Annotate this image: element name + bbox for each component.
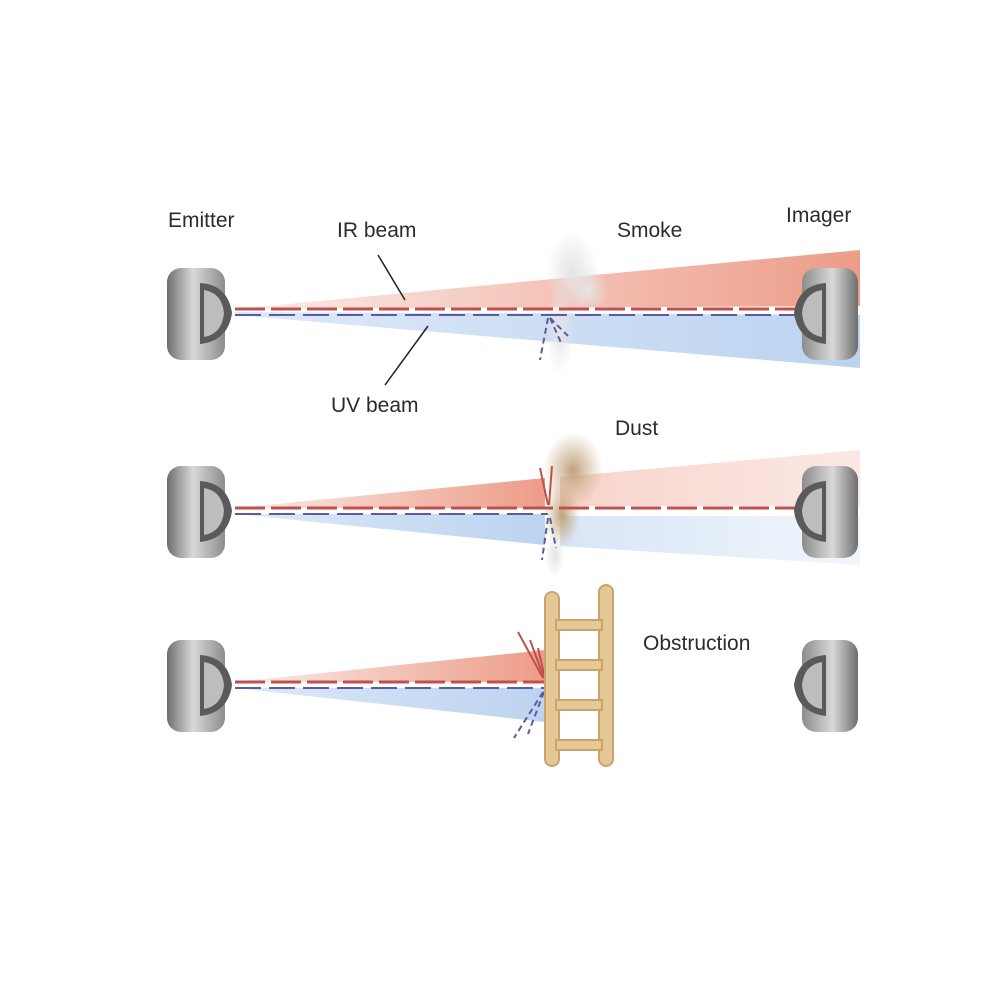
ladder-icon xyxy=(544,584,614,767)
ir-cone xyxy=(235,478,545,508)
imager-label: Imager xyxy=(786,204,852,227)
emitter-label: Emitter xyxy=(168,209,235,232)
emitter-device xyxy=(167,466,232,558)
scenario-obstruction xyxy=(167,584,858,767)
dust-cloud xyxy=(543,432,603,577)
dust-label: Dust xyxy=(615,417,659,440)
imager-device xyxy=(794,268,858,360)
ir-cone xyxy=(235,650,545,682)
ir-beam-pointer xyxy=(377,254,406,301)
ir-reflection xyxy=(539,465,553,506)
ir-reflection xyxy=(517,631,546,679)
ir-beam-label: IR beam xyxy=(337,219,417,242)
scenario-smoke xyxy=(167,230,860,386)
uv-cone-faint xyxy=(560,516,860,565)
uv-cone xyxy=(235,688,545,722)
emitter-device xyxy=(167,640,232,732)
uv-scatter xyxy=(539,317,569,361)
emitter-device xyxy=(167,268,232,360)
imager-device xyxy=(794,640,858,732)
uv-beam-pointer xyxy=(384,325,429,386)
smoke-label: Smoke xyxy=(617,219,683,242)
imager-device xyxy=(794,466,858,558)
uv-scatter xyxy=(541,517,557,561)
smoke-cloud xyxy=(546,230,608,375)
uv-scatter xyxy=(513,691,545,739)
uv-beam-label: UV beam xyxy=(331,394,419,417)
uv-cone xyxy=(235,514,545,545)
scenario-dust xyxy=(167,432,860,577)
ir-cone-faint xyxy=(560,450,860,506)
obstruction-label: Obstruction xyxy=(643,632,751,655)
